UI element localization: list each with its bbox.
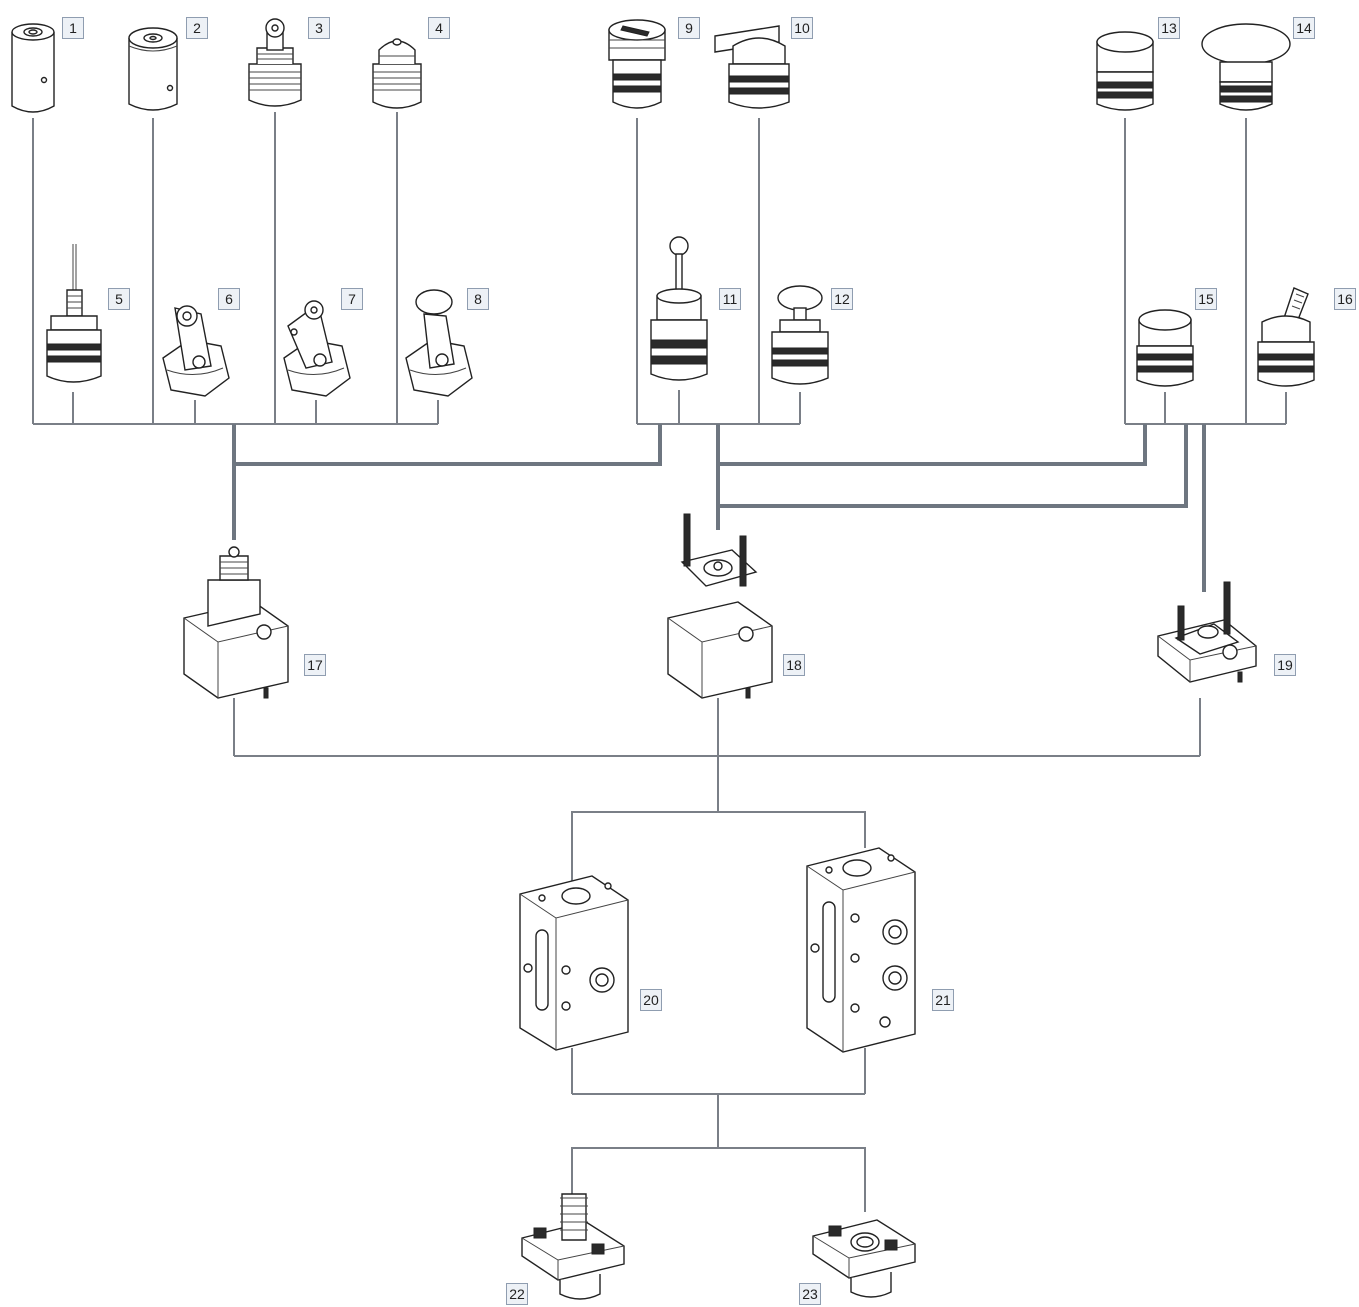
cylindrical-plunger-icon <box>11 23 55 113</box>
part-label-19: 19 <box>1274 654 1296 676</box>
part-label-6: 6 <box>218 288 240 310</box>
part-label-23: 23 <box>799 1283 821 1305</box>
part-label-18: 18 <box>783 654 805 676</box>
dome-plunger-icon <box>372 38 422 109</box>
whisker-actuator-icon <box>46 244 102 383</box>
part-label-10: 10 <box>791 17 813 39</box>
part-label-7: 7 <box>341 288 363 310</box>
part-label-15: 15 <box>1195 288 1217 310</box>
valve-body-with-flange-icon <box>667 513 773 699</box>
bus-18-right <box>718 424 1188 508</box>
valve-body-icon <box>183 546 289 699</box>
part-label-16: 16 <box>1334 288 1356 310</box>
part-label-17: 17 <box>304 654 326 676</box>
extended-pushbutton-icon <box>1136 309 1194 387</box>
subbase-bar <box>571 811 866 884</box>
part-label-11: 11 <box>719 288 741 310</box>
push-lever-icon <box>405 289 473 397</box>
part-label-13: 13 <box>1158 17 1180 39</box>
part-label-12: 12 <box>831 288 853 310</box>
emergency-mushroom-icon <box>1201 23 1291 111</box>
part-label-2: 2 <box>186 17 208 39</box>
bus-main <box>234 424 662 466</box>
knob-selector-icon <box>714 25 790 109</box>
base-bar <box>571 1147 866 1212</box>
spring-return-base-icon <box>521 1193 625 1300</box>
flush-pushbutton-icon <box>1096 31 1154 111</box>
toggle-lever-icon <box>1257 287 1315 387</box>
connector-lines <box>32 112 1287 1212</box>
part-label-14: 14 <box>1293 17 1315 39</box>
roller-lever-icon <box>162 305 230 397</box>
detent-base-icon <box>812 1219 916 1298</box>
key-selector-icon <box>608 19 666 109</box>
bus-main-right <box>720 424 1147 466</box>
large-cylindrical-plunger-icon <box>128 27 178 111</box>
double-subbase-icon <box>806 847 916 1053</box>
joystick-icon <box>650 236 708 381</box>
part-label-4: 4 <box>428 17 450 39</box>
part-label-8: 8 <box>467 288 489 310</box>
part-label-22: 22 <box>506 1283 528 1305</box>
part-label-1: 1 <box>62 17 84 39</box>
part-label-21: 21 <box>932 989 954 1011</box>
mushroom-button-icon <box>771 285 829 385</box>
flange-adapter-icon <box>1157 581 1257 683</box>
part-label-5: 5 <box>108 288 130 310</box>
single-subbase-icon <box>519 875 629 1051</box>
part-label-20: 20 <box>640 989 662 1011</box>
angled-roller-lever-icon <box>283 300 351 397</box>
roller-plunger-icon <box>248 18 302 107</box>
part-label-9: 9 <box>678 17 700 39</box>
part-label-3: 3 <box>308 17 330 39</box>
